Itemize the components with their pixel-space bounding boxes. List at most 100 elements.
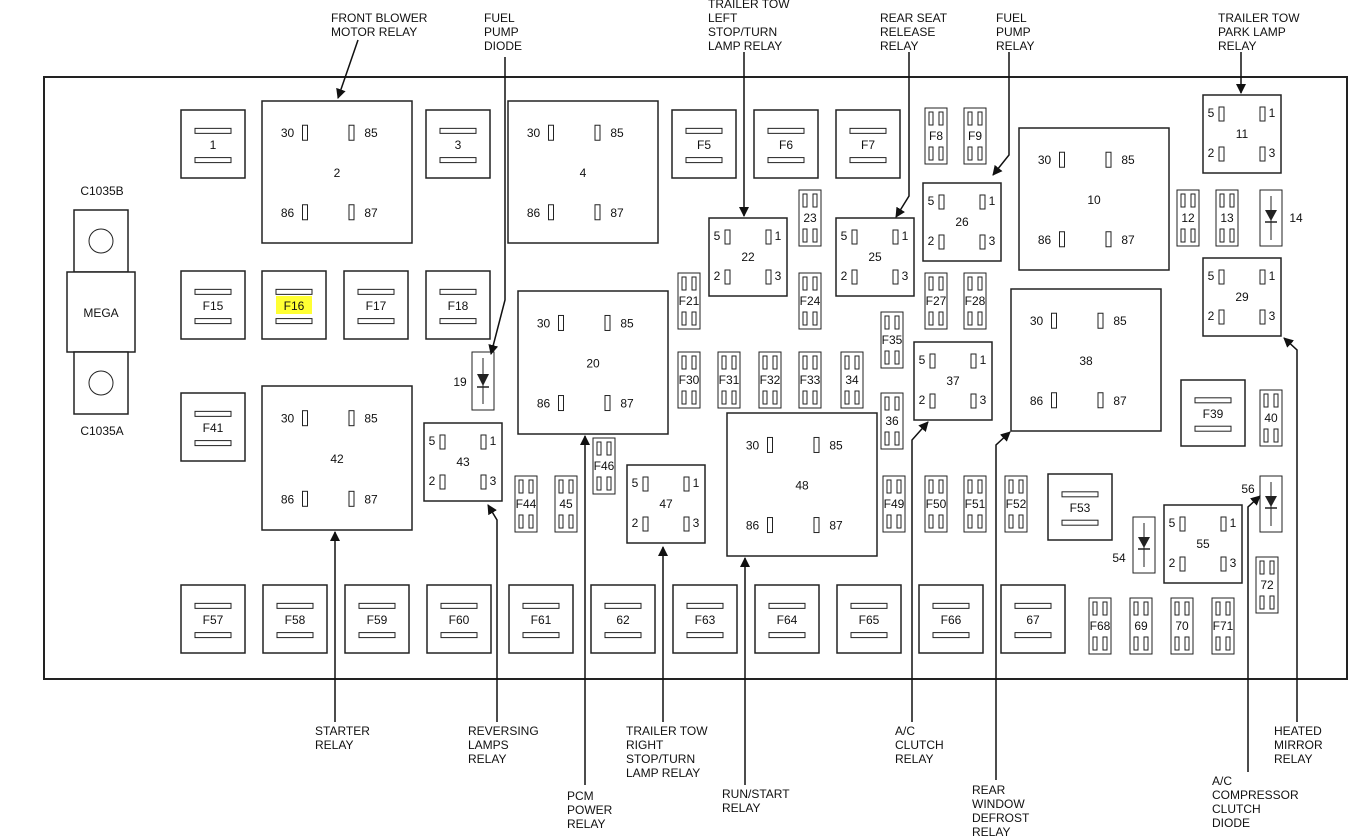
fuse-blade: [977, 514, 983, 529]
fuse-label: 70: [1175, 619, 1189, 633]
fuse-blade: [812, 355, 818, 370]
pin-label: 86: [746, 519, 760, 533]
pin-label: 85: [610, 126, 624, 140]
pin: [302, 204, 308, 221]
fuse-blade: [357, 288, 395, 295]
relay-c38: [1010, 288, 1162, 432]
pin: [979, 234, 986, 250]
fuse-blade: [768, 632, 806, 639]
fuse-blade: [812, 311, 818, 326]
fuse-label: F49: [884, 497, 905, 511]
callout-pcm: RELAY: [567, 817, 605, 831]
fuse-label: F21: [679, 294, 700, 308]
fuse-blade: [812, 276, 818, 291]
callout-fuel_pump_diode: DIODE: [484, 39, 522, 53]
pin: [1218, 106, 1225, 122]
fuse-blade: [884, 396, 890, 411]
fuse-blade: [802, 193, 808, 208]
fuse-blade: [932, 602, 970, 609]
pin-label: 1: [1269, 106, 1276, 120]
fuse-blade: [938, 146, 944, 161]
callout-trailer_left: LEFT: [708, 11, 738, 25]
callout-pcm: PCM: [567, 789, 594, 803]
fuse-blade: [1190, 193, 1196, 208]
mega-bolt: [88, 370, 114, 396]
diode-label: 54: [1112, 551, 1126, 565]
fuse-blade: [854, 355, 860, 370]
leader-ac-clutch: [911, 421, 929, 722]
callout-rear_seat: RELEASE: [880, 25, 935, 39]
fuse-blade: [1174, 601, 1180, 616]
relay-c47: [626, 464, 706, 544]
fuse-label: F7: [861, 138, 875, 152]
pin-label: 1: [1269, 269, 1276, 283]
fuse-blade: [896, 479, 902, 494]
fuse-label: 67: [1026, 613, 1040, 627]
pin: [480, 434, 487, 450]
fuse-F63: [672, 584, 738, 654]
fuse-blade: [522, 632, 560, 639]
fuse-blade: [358, 602, 396, 609]
pin: [548, 204, 554, 221]
callout-reversing: LAMPS: [468, 738, 509, 752]
fuse-blade: [1008, 479, 1014, 494]
fuse-blade: [685, 157, 723, 164]
fuse-blade: [1102, 601, 1108, 616]
fuse-blade: [1133, 601, 1139, 616]
pin: [929, 393, 936, 409]
pin: [548, 124, 554, 141]
fuse-label: F15: [203, 299, 224, 313]
fuse-label: F27: [926, 294, 947, 308]
fuse-blade: [1219, 228, 1225, 243]
callout-fuel_pump_diode: PUMP: [484, 25, 519, 39]
fuse-label: 1: [210, 138, 217, 152]
fuse-blade: [691, 390, 697, 405]
pin: [1218, 269, 1225, 285]
pin-label: 2: [632, 516, 639, 530]
relay-label: 26: [955, 215, 969, 229]
callout-front_blower: FRONT BLOWER: [331, 11, 428, 25]
pin-label: 85: [1113, 314, 1127, 328]
fuse-blade: [1133, 636, 1139, 651]
pin-label: 87: [610, 206, 624, 220]
fuse-blade: [731, 355, 737, 370]
fuse-blade: [802, 355, 808, 370]
fuse-blade: [522, 602, 560, 609]
fuse-blade: [812, 390, 818, 405]
fuse-blade: [558, 479, 564, 494]
pin: [348, 204, 355, 221]
pin-label: 5: [429, 434, 436, 448]
fuse-blade: [1014, 632, 1052, 639]
fuse-blade: [977, 479, 983, 494]
leader-ac-comp: [1247, 495, 1261, 772]
pin-label: 86: [1038, 233, 1052, 247]
diode-symbol: [1138, 537, 1150, 548]
fuse-blade: [1273, 428, 1279, 443]
fuse-F58: [262, 584, 328, 654]
pin: [765, 269, 772, 285]
relay-c2: [261, 100, 413, 244]
fuse-blade: [1273, 393, 1279, 408]
diode-symbol: [477, 374, 489, 386]
fuse-blade: [1018, 514, 1024, 529]
pin: [1259, 146, 1266, 162]
fuse-label: 45: [559, 497, 573, 511]
connector-label: C1035A: [80, 424, 123, 438]
fuse-F59: [344, 584, 410, 654]
fuse-F53: [1047, 473, 1113, 541]
fuse-blade: [1190, 228, 1196, 243]
pin: [767, 517, 773, 534]
callout-starter: STARTER: [315, 724, 370, 738]
pin: [642, 476, 649, 492]
pin-label: 86: [281, 206, 295, 220]
fuse-blade: [1215, 636, 1221, 651]
fuse-blade: [518, 479, 524, 494]
callout-reversing: RELAY: [468, 752, 506, 766]
fuse-label: F5: [697, 138, 711, 152]
callout-rear_seat: REAR SEAT: [880, 11, 948, 25]
diode-label: 19: [453, 375, 467, 389]
fuse-F61: [508, 584, 574, 654]
fuse-blade: [1092, 636, 1098, 651]
pin: [1259, 309, 1266, 325]
